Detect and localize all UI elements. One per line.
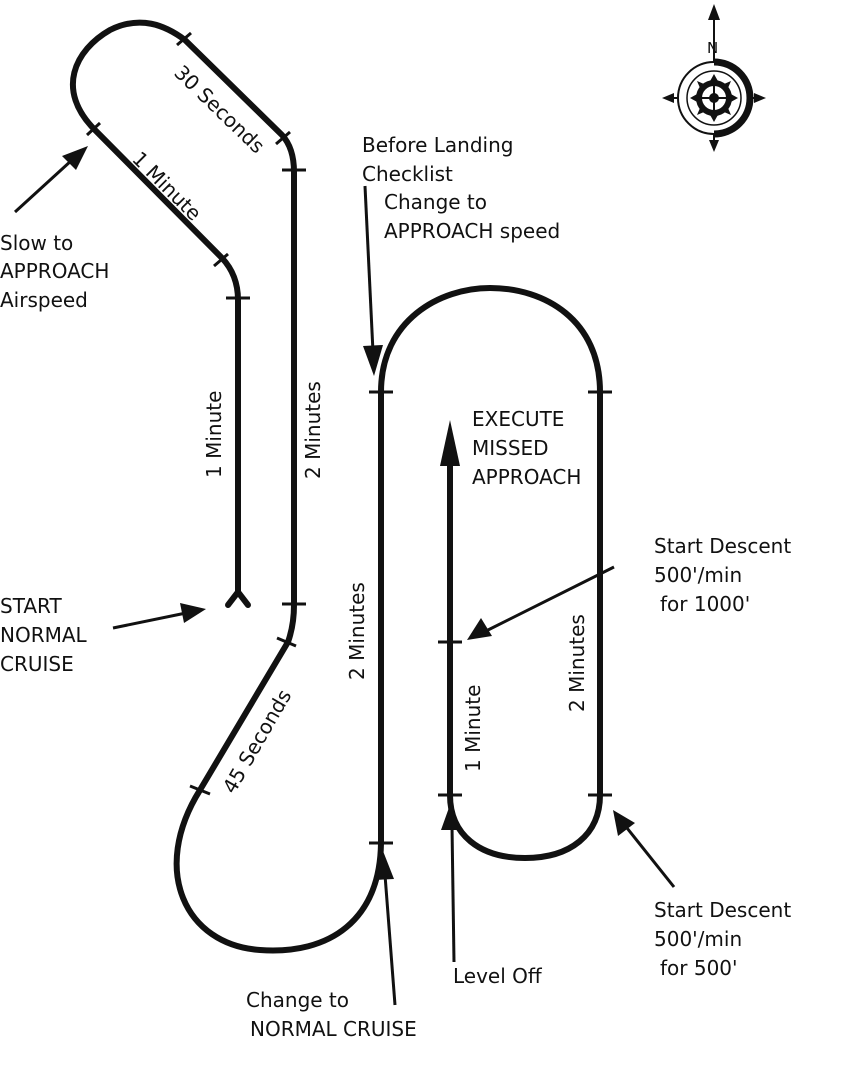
arrow-descent-1000 bbox=[487, 565, 615, 632]
label-change-approach: Change to APPROACH speed bbox=[384, 190, 560, 243]
arrow-descent-1000-head bbox=[467, 618, 492, 640]
arrow-level-off bbox=[450, 825, 456, 963]
arrow-before-landing bbox=[363, 185, 375, 353]
tick-1min-end bbox=[213, 252, 229, 268]
arrow-change-normal bbox=[383, 874, 397, 1006]
label-execute-missed: EXECUTE MISSED APPROACH bbox=[472, 407, 581, 489]
arrow-before-landing-head bbox=[363, 345, 383, 376]
label-1-minute-vertical: 1 Minute bbox=[202, 391, 226, 478]
arrow-descent-500-head bbox=[613, 810, 635, 836]
tick-30s-end bbox=[275, 130, 291, 146]
missed-approach-arrowhead bbox=[440, 420, 460, 466]
arrow-slow-to bbox=[13, 158, 74, 214]
arrow-start-cruise bbox=[112, 611, 187, 630]
label-level-off: Level Off bbox=[453, 964, 543, 988]
arrow-change-normal-head bbox=[374, 851, 394, 880]
label-2-minutes-right: 2 Minutes bbox=[565, 614, 589, 712]
label-change-normal: Change to NORMAL CRUISE bbox=[246, 988, 417, 1041]
arrow-level-off-head bbox=[441, 802, 461, 830]
label-1-minute-inner: 1 Minute bbox=[461, 685, 485, 772]
tick-30s-start bbox=[176, 31, 192, 47]
label-1-minute-diagonal: 1 Minute bbox=[127, 147, 206, 226]
label-before-landing: Before Landing Checklist bbox=[362, 133, 520, 186]
tick-45s-end bbox=[189, 784, 211, 796]
tick-45s-start bbox=[276, 636, 297, 648]
flight-path-right-racetrack bbox=[378, 285, 603, 861]
compass-rose-icon: N bbox=[662, 4, 766, 152]
label-2-minutes-left: 2 Minutes bbox=[301, 381, 325, 479]
arrow-start-cruise-head bbox=[180, 603, 206, 623]
label-2-minutes-mid: 2 Minutes bbox=[345, 582, 369, 680]
label-start-descent-1000: Start Descent 500'/min for 1000' bbox=[654, 534, 798, 616]
arrow-slow-to-head bbox=[62, 146, 88, 170]
arrow-descent-500 bbox=[625, 827, 676, 888]
start-cruise-fork bbox=[225, 589, 251, 608]
tick-1min-start bbox=[85, 121, 102, 137]
compass-north-label: N bbox=[707, 39, 718, 57]
flight-path-left-loop bbox=[69, 19, 384, 954]
label-start-cruise: START NORMAL CRUISE bbox=[0, 594, 93, 676]
label-slow-to: Slow to APPROACH Airspeed bbox=[0, 231, 116, 312]
label-start-descent-500: Start Descent 500'/min for 500' bbox=[654, 898, 798, 980]
pointer-arrows bbox=[13, 146, 676, 1006]
tick-marks bbox=[85, 31, 612, 845]
